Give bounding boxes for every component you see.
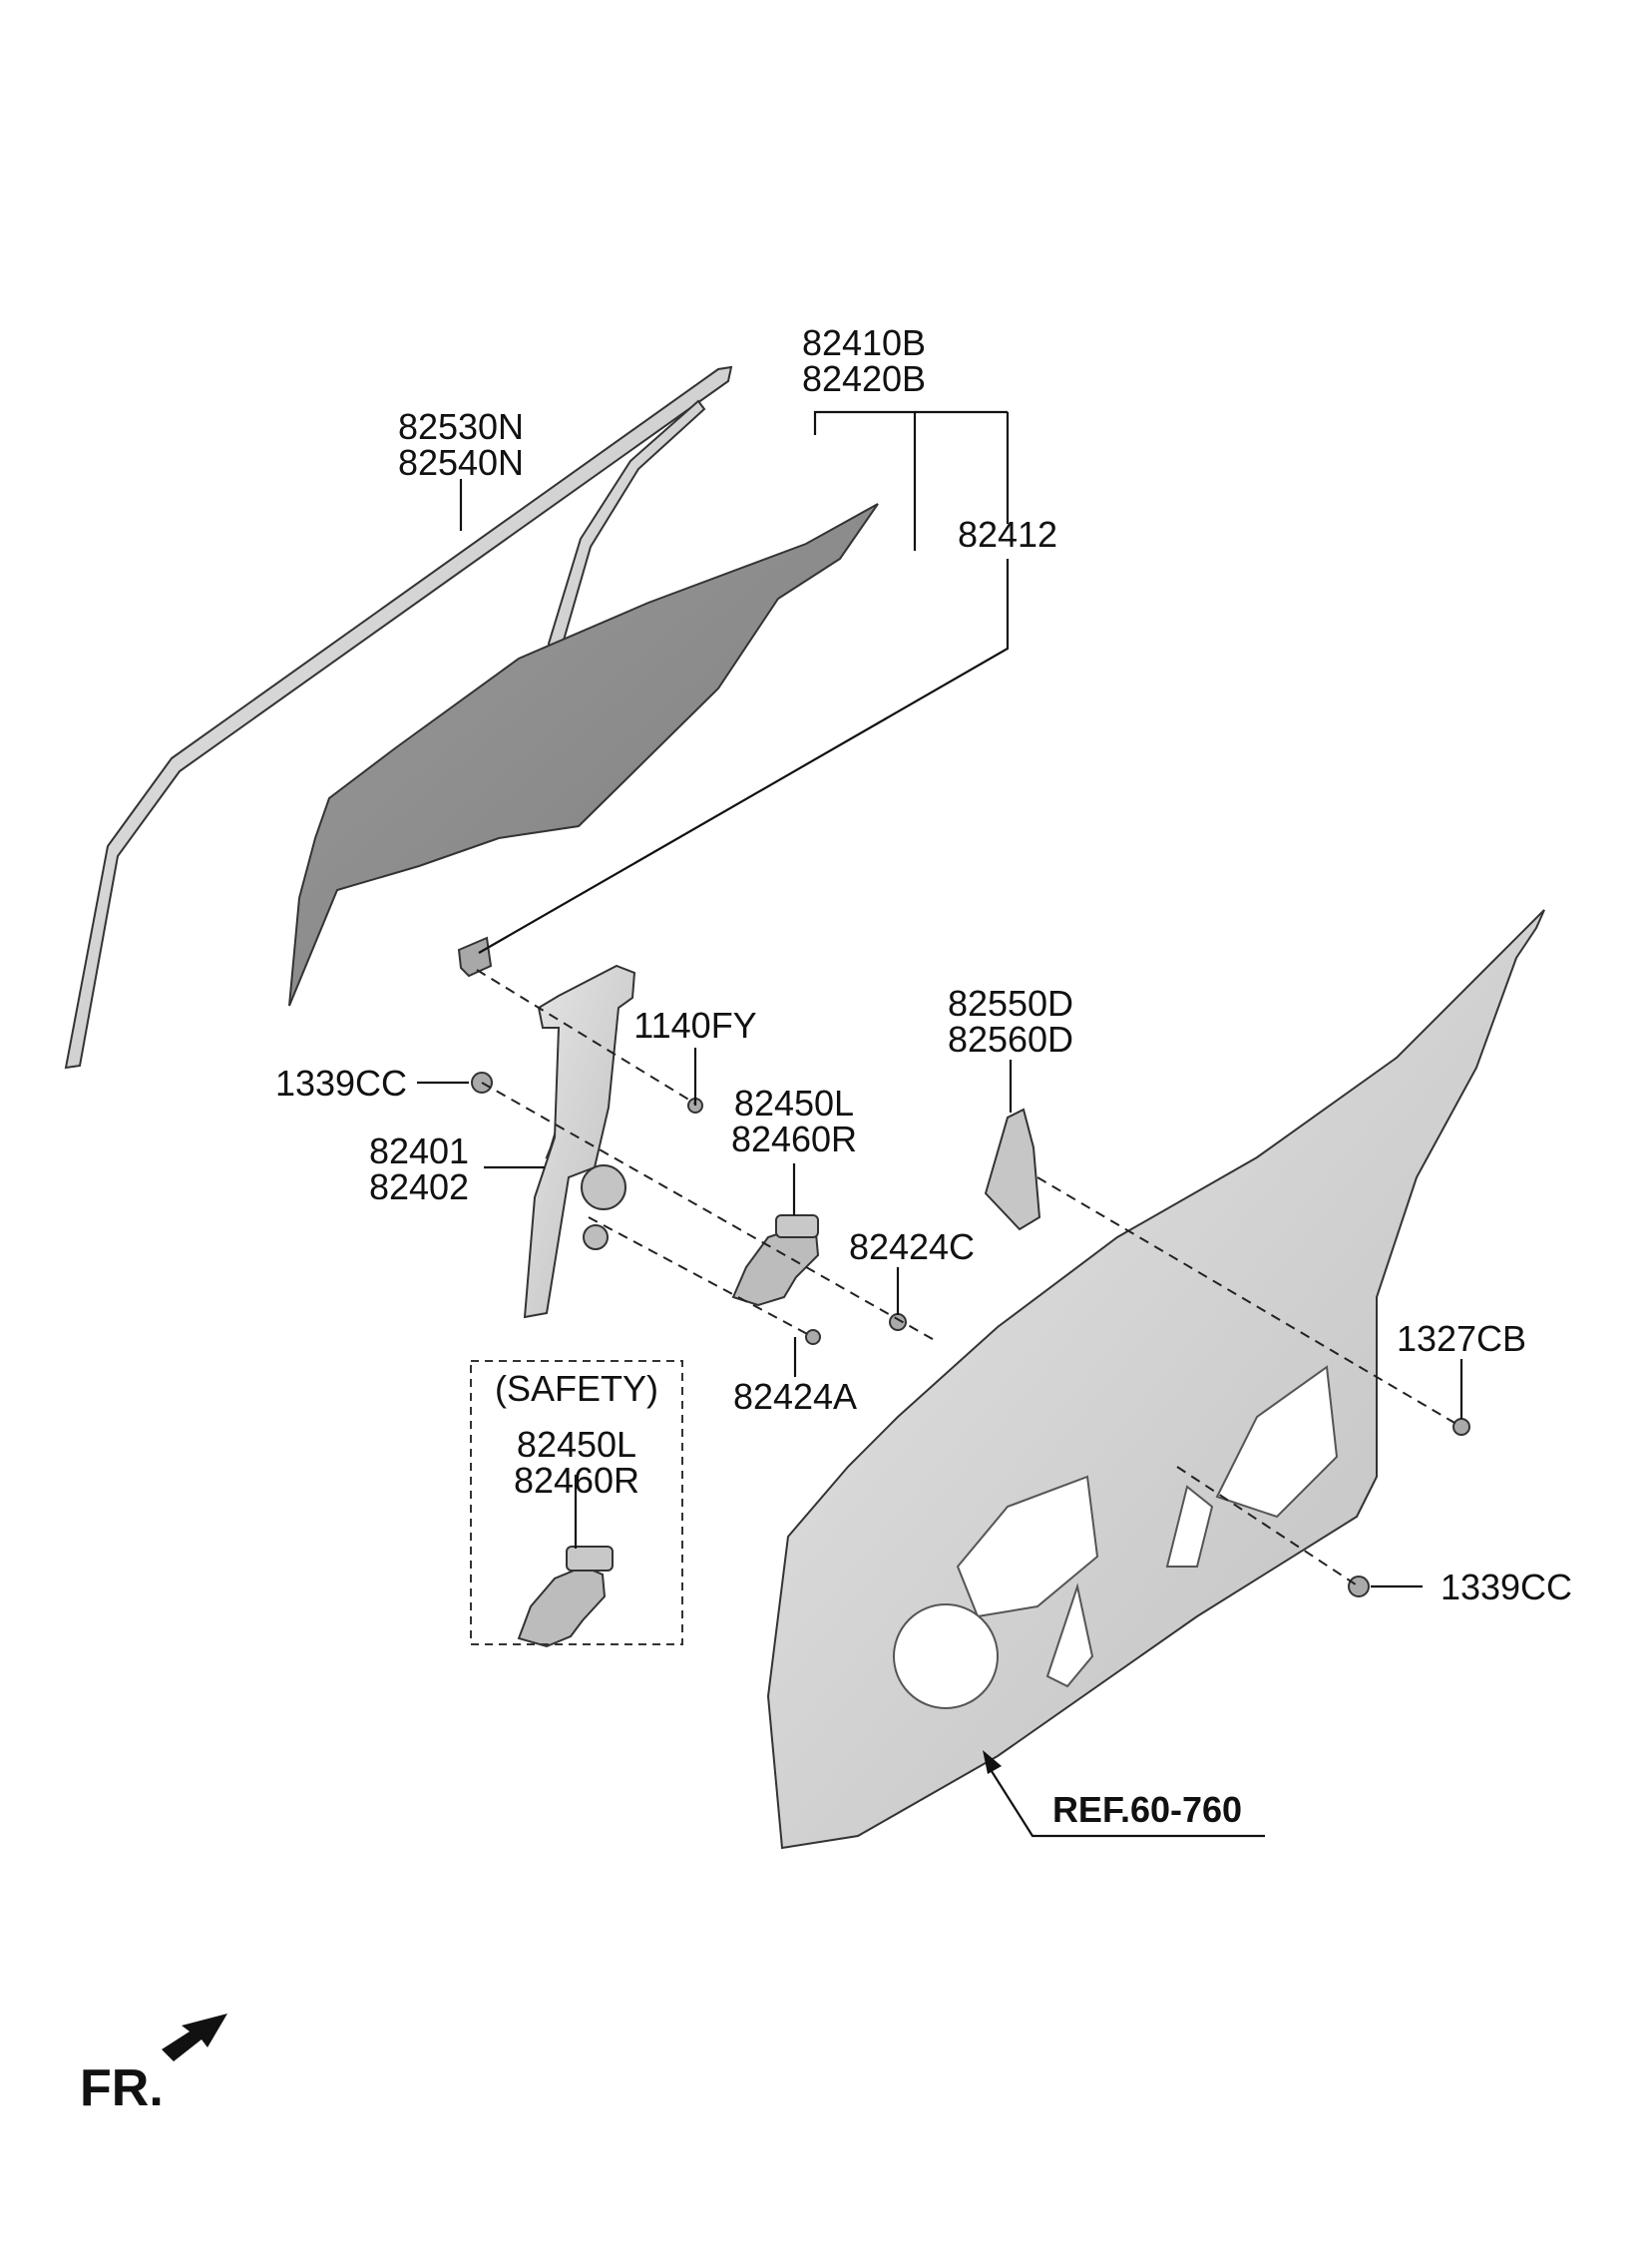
label-82450l: 82450L — [734, 1083, 854, 1124]
label-safety-82450l: 82450L — [517, 1424, 636, 1465]
label-safety-82460r: 82460R — [514, 1460, 639, 1501]
fastener-1339cc-right — [1348, 1576, 1370, 1597]
label-82412: 82412 — [958, 514, 1057, 555]
label-1339cc-left: 1339CC — [275, 1063, 407, 1104]
label-1327cb: 1327CB — [1397, 1318, 1526, 1359]
label-82424a: 82424A — [733, 1376, 857, 1417]
front-arrow-icon — [162, 2014, 227, 2061]
label-1140fy: 1140FY — [633, 1005, 756, 1046]
label-82460r: 82460R — [731, 1119, 857, 1159]
label-1339cc-right: 1339CC — [1441, 1567, 1572, 1607]
label-82410b: 82410B — [802, 322, 926, 363]
door-panel-part — [766, 909, 1545, 1850]
label-82420b: 82420B — [802, 358, 926, 399]
label-front-marker: FR. — [80, 2059, 164, 2117]
guide-bracket-part — [984, 1108, 1041, 1231]
safety-box — [470, 1360, 683, 1645]
assembly-lines — [476, 969, 1462, 1587]
safety-motor-part — [517, 1546, 614, 1648]
label-82424c: 82424C — [849, 1226, 975, 1267]
door-glass-part — [288, 503, 879, 1007]
label-reference: REF.60-760 — [1052, 1789, 1242, 1830]
label-82402: 82402 — [369, 1166, 469, 1207]
label-82530n: 82530N — [398, 406, 524, 447]
regulator-motor-part — [731, 1214, 820, 1307]
fastener-82424a — [805, 1329, 821, 1345]
label-82401: 82401 — [369, 1130, 469, 1171]
glass-bracket-part — [457, 936, 493, 978]
window-regulator-part — [523, 964, 636, 1319]
label-82550d: 82550D — [948, 983, 1073, 1024]
label-82560d: 82560D — [948, 1019, 1073, 1060]
label-82540n: 82540N — [398, 442, 524, 483]
label-safety: (SAFETY) — [495, 1368, 658, 1409]
leader-lines — [417, 410, 1463, 1838]
